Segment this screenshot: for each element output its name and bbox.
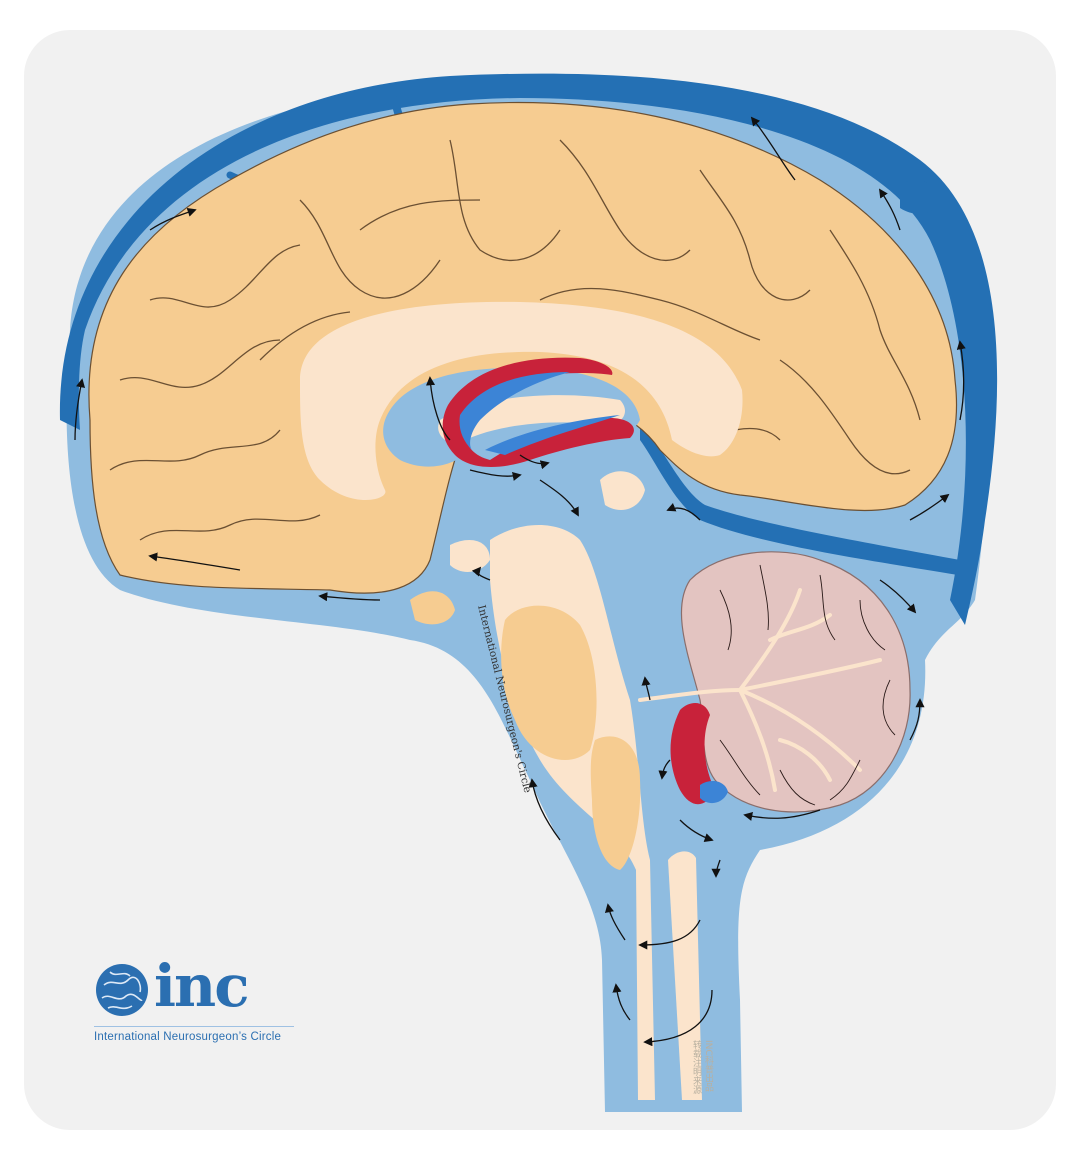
watermark-cn: INC科普出品 转载注明来源 (690, 1040, 714, 1094)
medulla (590, 736, 641, 870)
csf-flow-arrows (74, 116, 966, 1047)
choroid-plexus-fourth (670, 703, 715, 805)
optic-chiasm (450, 540, 490, 572)
watermark-cn-line1: INC科普出品 (703, 1040, 713, 1092)
arbor-vitae (638, 588, 882, 792)
choroid-plexus-blue-2 (485, 415, 620, 455)
straight-sinus (640, 425, 960, 575)
inc-logo: inc International Neurosurgeon’s Circle (94, 952, 299, 1048)
choroid-plexus-blue (459, 372, 570, 450)
cerebellum (680, 551, 911, 813)
cerebellar-folia (719, 564, 896, 806)
arachnoid-granulation-2 (900, 180, 940, 214)
watermark-cn-line2: 转载注明来源 (691, 1040, 701, 1094)
inc-logo-mark (96, 964, 148, 1016)
logo-wordmark: inc (154, 952, 250, 1020)
spinal-cord-right (668, 851, 702, 1100)
logo-divider (94, 1026, 294, 1027)
hypothalamus (410, 591, 455, 625)
corpus-callosum (300, 301, 743, 500)
choroid-plexus-lateral (442, 357, 634, 467)
midbrain-tectum (600, 471, 645, 510)
arachnoid-granulation-1 (765, 104, 795, 129)
pons (501, 605, 597, 760)
choroid-plexus-fourth-blue (700, 780, 728, 804)
logo-caption: International Neurosurgeon’s Circle (94, 1031, 282, 1043)
